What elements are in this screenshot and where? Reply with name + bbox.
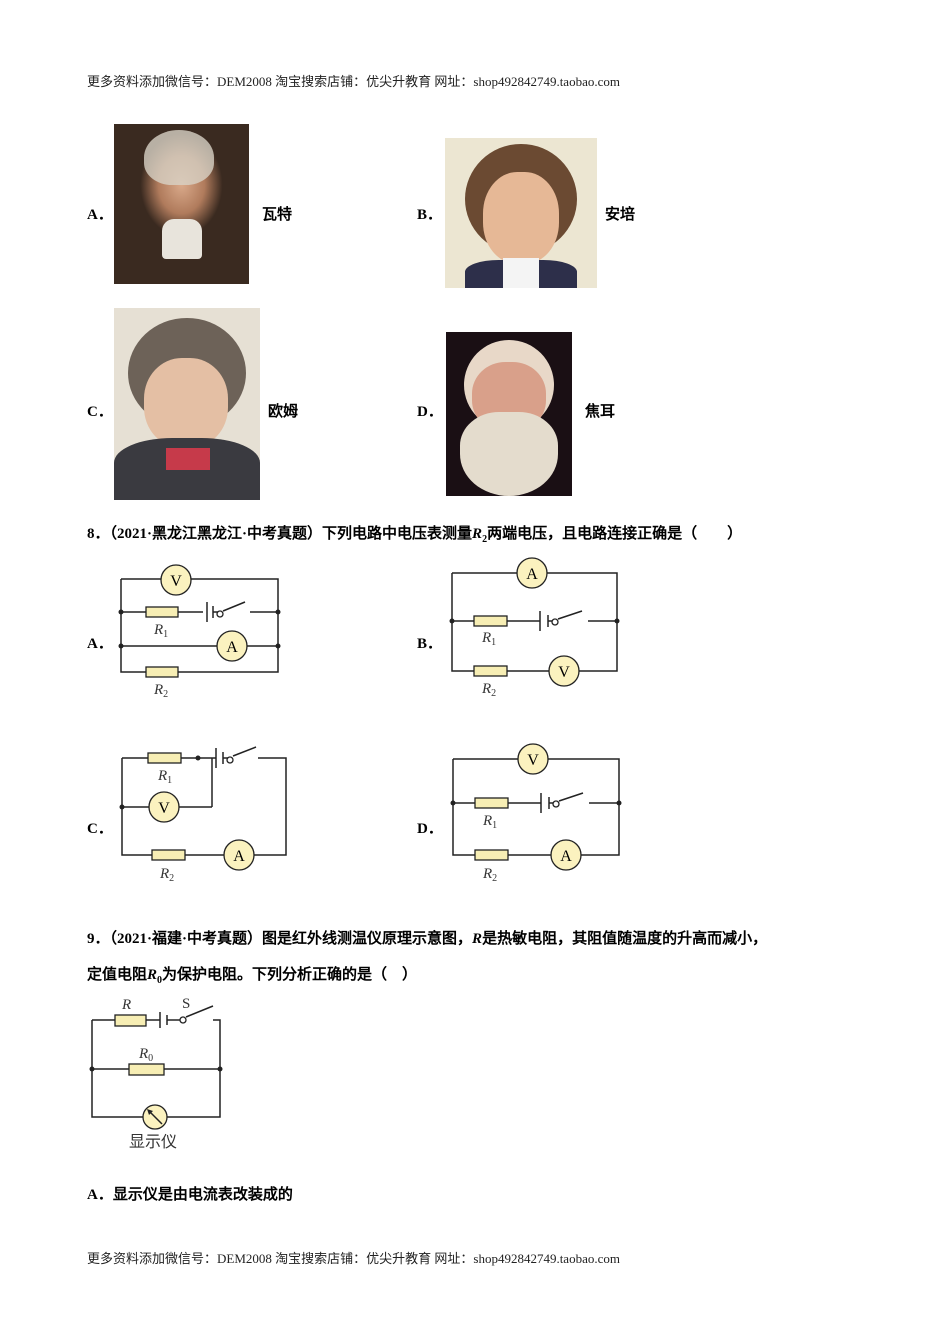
svg-text:A: A xyxy=(526,566,538,583)
q9-option-a-label: A． xyxy=(87,1187,113,1203)
svg-text:R2: R2 xyxy=(159,866,174,884)
q7-option-c-label: C． xyxy=(87,404,113,420)
svg-text:V: V xyxy=(170,573,182,590)
portrait-joule xyxy=(446,332,572,496)
q8-option-d-label: D． xyxy=(417,821,443,837)
svg-text:R: R xyxy=(121,997,131,1013)
q7-option-d-name: 焦耳 xyxy=(585,404,616,420)
resistor-r2 xyxy=(473,665,508,677)
voltmeter-icon xyxy=(548,655,580,687)
page-header: 更多资料添加微信号：DEM2008 淘宝搜索店铺：优尖升教育 网址：shop49… xyxy=(87,74,620,89)
svg-text:V: V xyxy=(558,664,570,681)
svg-text:R0: R0 xyxy=(138,1046,153,1064)
portrait-ampere xyxy=(445,138,597,288)
q8-stem-text: 下列电路中电压表测量 xyxy=(322,526,473,542)
resistor-r1 xyxy=(474,797,509,809)
q9-var: R xyxy=(472,931,483,947)
ammeter-icon xyxy=(216,630,248,662)
svg-text:A: A xyxy=(233,848,245,865)
q9-text: 图是红外线测温仪原理示意图， xyxy=(262,931,473,947)
q8-option-a-label: A． xyxy=(87,636,113,652)
q9-number: 9． xyxy=(87,931,110,947)
q7-option-a-label: A． xyxy=(87,207,113,223)
q8-var: R xyxy=(472,526,483,542)
q8-option-b-label: B． xyxy=(417,636,443,652)
circuit-diagram-c: V A R1 R2 xyxy=(119,746,287,884)
q8-option-c-label: C． xyxy=(87,821,113,837)
circuit-diagram-a: V A R1 R2 xyxy=(118,564,281,700)
svg-text:S: S xyxy=(182,996,190,1012)
voltmeter-icon xyxy=(160,564,192,596)
resistor-r1 xyxy=(145,606,179,618)
q9-text-2: 是热敏电阻，其阻值随温度的升高而减小， xyxy=(482,931,768,947)
q9-stem-line-1: 9．（2021·福建·中考真题）图是红外线测温仪原理示意图，R是热敏电阻，其阻值… xyxy=(87,927,767,948)
svg-text:R1: R1 xyxy=(482,813,497,831)
q9-text-3: 定值电阻 xyxy=(87,967,148,983)
portrait-ohm xyxy=(114,308,260,500)
svg-text:R2: R2 xyxy=(153,682,168,700)
q8-source: （2021·黑龙江黑龙江·中考真题） xyxy=(109,526,323,542)
svg-text:R2: R2 xyxy=(481,681,496,699)
ammeter-icon xyxy=(516,557,548,589)
page-footer: 更多资料添加微信号：DEM2008 淘宝搜索店铺：优尖升教育 网址：shop49… xyxy=(87,1251,620,1266)
q8-stem-text-2: 两端电压，且电路连接正确是（ ） xyxy=(487,526,743,542)
portrait-watt xyxy=(114,124,249,284)
voltmeter-icon xyxy=(517,743,549,775)
svg-text:显示仪: 显示仪 xyxy=(129,1134,177,1151)
resistor-r xyxy=(114,1014,147,1027)
ammeter-icon xyxy=(223,839,255,871)
q7-option-b-label: B． xyxy=(417,207,443,223)
q9-option-a: A．显示仪是由电流表改装成的 xyxy=(87,1183,293,1204)
q7-option-c-name: 欧姆 xyxy=(268,404,299,420)
resistor-r1 xyxy=(147,752,182,764)
resistor-r2 xyxy=(145,666,179,678)
resistor-r1 xyxy=(473,615,508,627)
svg-text:R1: R1 xyxy=(481,630,496,648)
q9-var-r0: R xyxy=(147,967,158,983)
q9-var-r0-sub: 0 xyxy=(157,975,163,986)
svg-text:V: V xyxy=(158,800,170,817)
resistor-r0 xyxy=(128,1063,165,1076)
q7-option-a-name: 瓦特 xyxy=(262,207,293,223)
resistor-r2 xyxy=(474,849,509,861)
q9-text-4: 为保护电阻。下列分析正确的是（ ） xyxy=(162,967,418,983)
q9-stem-line-2: 定值电阻R0为保护电阻。下列分析正确的是（ ） xyxy=(87,963,417,986)
q8-number: 8． xyxy=(87,526,110,542)
circuit-diagram-b: A V R1 R2 xyxy=(449,557,620,699)
circuit-diagram-d: V A R1 R2 xyxy=(450,743,622,884)
q9-source: （2021·福建·中考真题） xyxy=(109,931,263,947)
svg-text:A: A xyxy=(226,639,238,656)
q9-option-a-text: 显示仪是由电流表改装成的 xyxy=(112,1187,293,1203)
resistor-r2 xyxy=(151,849,186,861)
voltmeter-icon xyxy=(148,791,180,823)
q7-option-b-name: 安培 xyxy=(605,207,636,223)
q8-stem: 8．（2021·黑龙江黑龙江·中考真题）下列电路中电压表测量R2两端电压，且电路… xyxy=(87,522,742,545)
svg-text:A: A xyxy=(560,848,572,865)
thermometer-circuit-diagram: R S R0 显示仪 xyxy=(89,996,223,1151)
svg-text:V: V xyxy=(527,752,539,769)
svg-text:R1: R1 xyxy=(157,768,172,786)
svg-text:R1: R1 xyxy=(153,622,168,640)
q8-var-sub: 2 xyxy=(482,534,488,545)
svg-text:R2: R2 xyxy=(482,866,497,884)
q7-option-d-label: D． xyxy=(417,404,443,420)
ammeter-icon xyxy=(550,839,582,871)
